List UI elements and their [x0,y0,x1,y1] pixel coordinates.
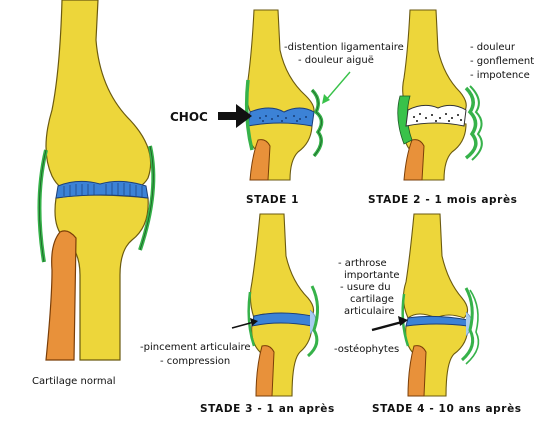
stage1-title: STADE 1 [246,194,299,206]
stage4-note-6: -ostéophytes [334,343,399,355]
fibula-stage3 [255,345,275,397]
choc-arrow [218,104,252,128]
stage4-note-5: articulaire [344,306,395,317]
stage4-title: STADE 4 - 10 ans après [372,403,522,415]
fibula-stage4 [407,345,427,397]
stage1-note-1: -distention ligamentaire [284,42,404,53]
cartilage-hatching-normal [63,183,143,197]
green-pointer-arrow [322,71,351,104]
stage3-note-1: -pincement articulaire [140,342,251,353]
knee-stage4 [401,213,480,397]
choc-label: CHOC [170,110,208,124]
stage2-note-1: - douleur [470,42,516,53]
knee-stage2 [397,9,483,181]
caption-normal: Cartilage normal [32,376,116,387]
stage3-note-2: - compression [160,356,230,367]
cartilage-damage-stage1 [259,115,307,122]
femur-stage2 [402,9,467,113]
knee-stage3 [247,213,319,397]
stage4-note-4: cartilage [350,294,394,305]
femur-normal [45,0,152,192]
fibula-stage1 [249,139,271,181]
stage4-note-1: - arthrose [338,258,387,269]
fibula-stage2 [403,139,425,181]
cartilage-damage-stage2 [413,113,462,122]
stage4-note-2: importante [344,270,400,281]
stage1-note-2: - douleur aiguë [298,55,374,66]
arrow-stage4 [371,316,408,332]
cartilage-normal [55,180,149,199]
femur-stage4 [402,213,469,319]
knee-stage1 [244,9,324,181]
stage2-note-3: - impotence [470,70,530,81]
stage3-title: STADE 3 - 1 an après [200,403,335,415]
cartilage-stage1 [247,107,315,127]
fibula-normal [45,230,77,361]
cartilage-stage2 [405,104,467,127]
stage4-note-3: - usure du [340,282,391,293]
femur-stage3 [249,213,315,319]
swelling-stage2 [397,95,413,145]
stage2-note-2: - gonflement [470,56,534,67]
arrow-stage3 [231,318,258,329]
stage2-title: STADE 2 - 1 mois après [368,194,518,206]
knee-normal [37,0,156,361]
